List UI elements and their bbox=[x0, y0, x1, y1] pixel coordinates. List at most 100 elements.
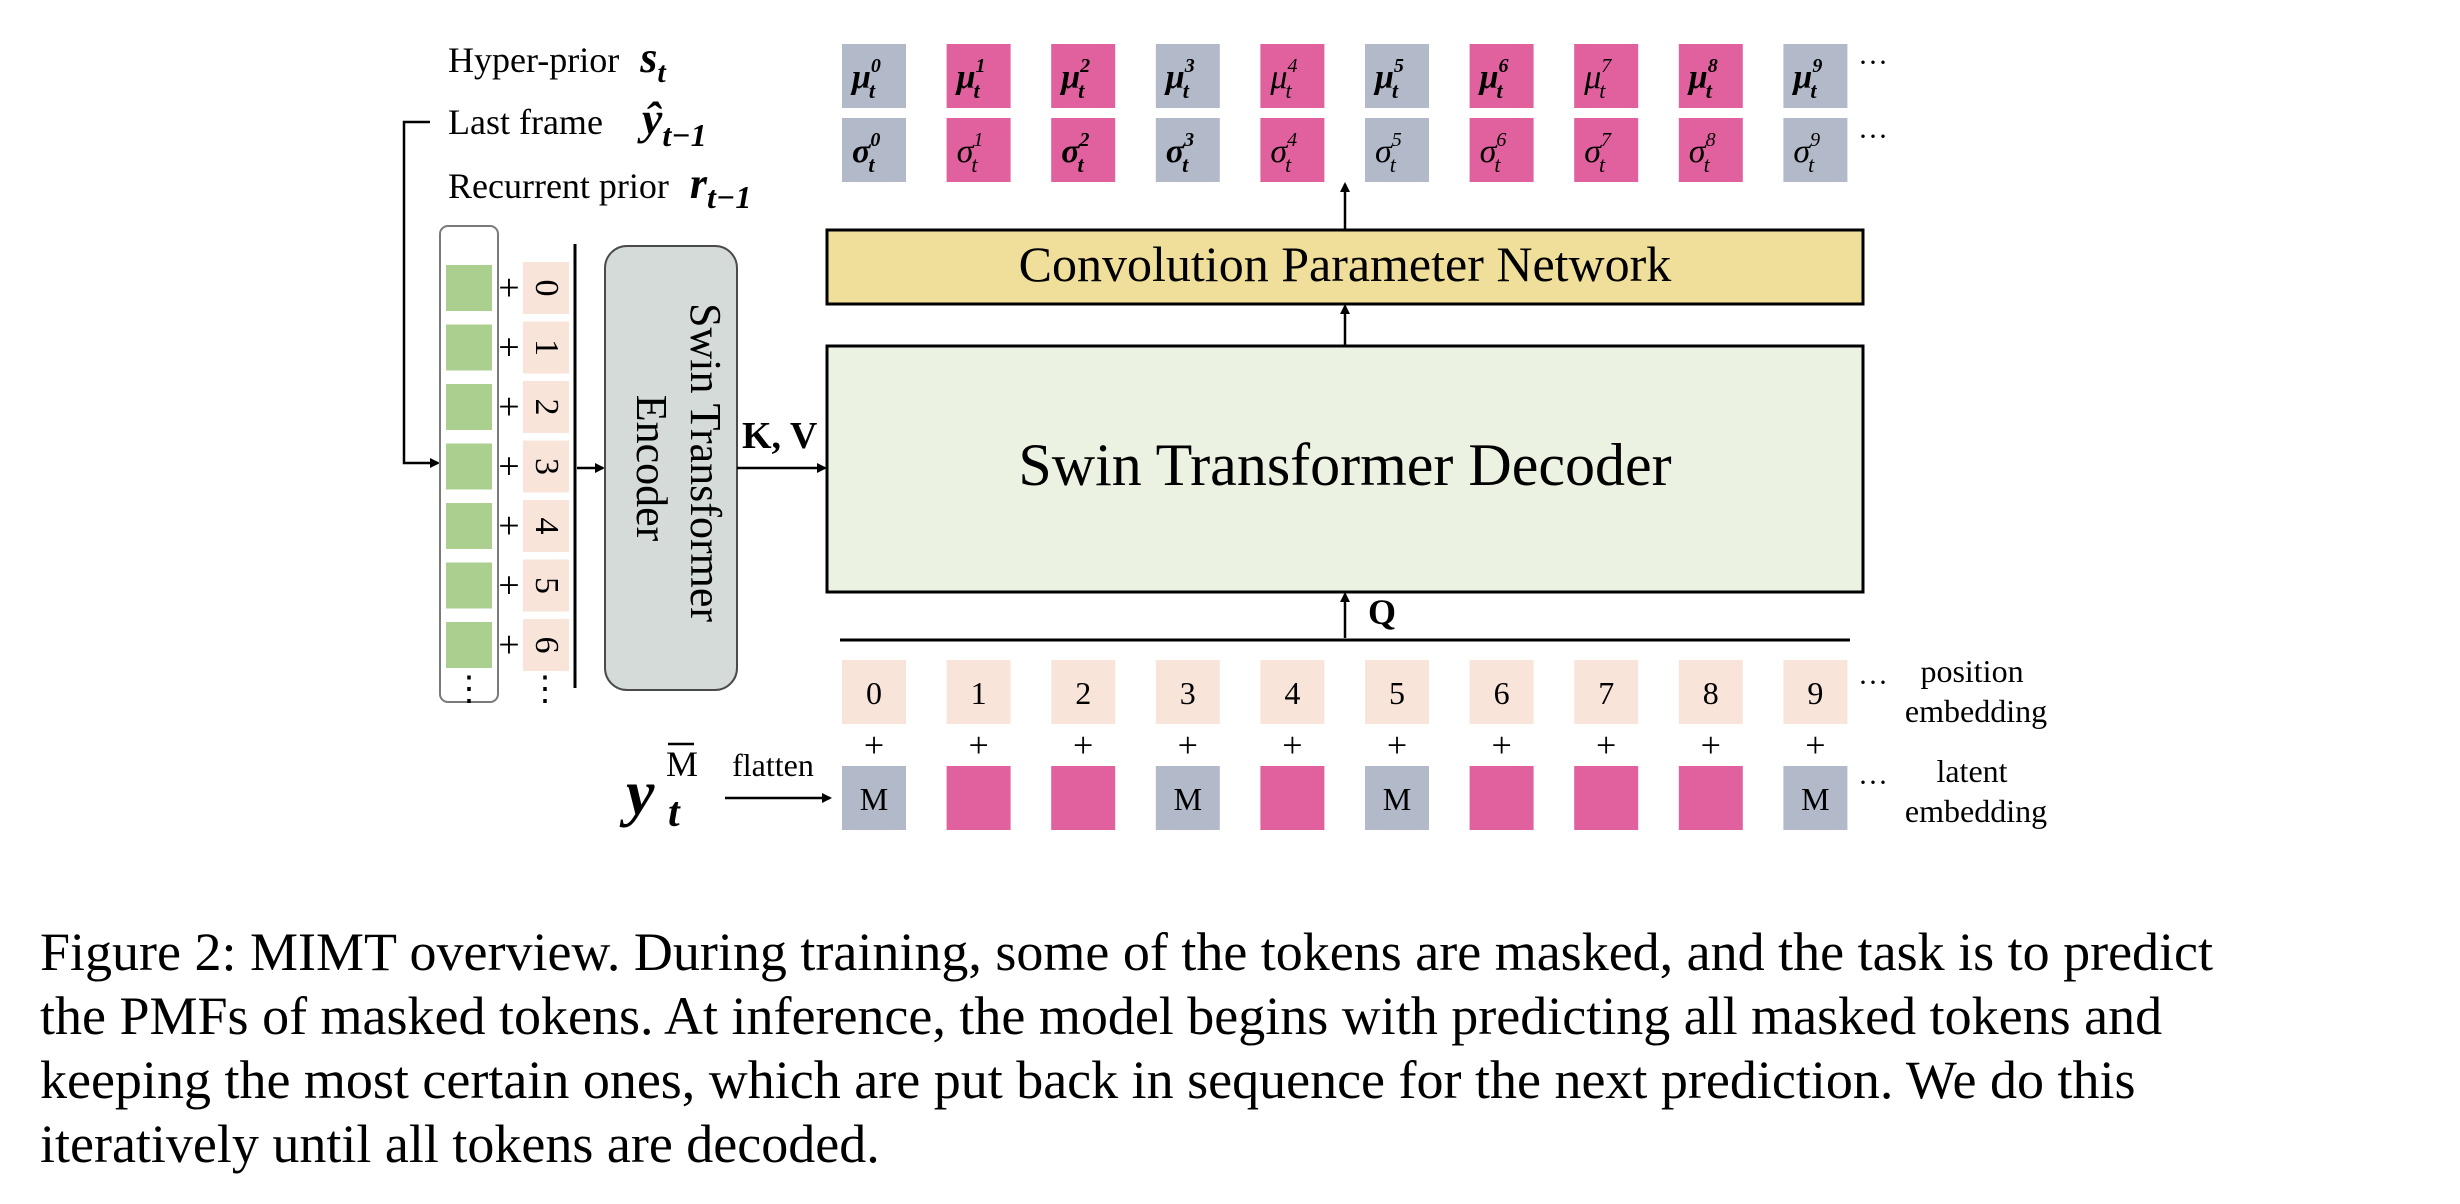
sigma-param-box bbox=[842, 118, 906, 182]
mu-param-box bbox=[1155, 44, 1220, 108]
token-rows: 0+M1+2+3+M4+5+M6+7+8+9+M bbox=[842, 660, 1848, 830]
mu-param-box bbox=[946, 44, 1011, 108]
plus-sign: + bbox=[1596, 725, 1616, 765]
mask-label: M bbox=[860, 781, 888, 817]
latent-token bbox=[1051, 766, 1116, 830]
input-token bbox=[446, 324, 492, 371]
swin-decoder-label: Swin Transformer Decoder bbox=[1018, 432, 1671, 498]
last-frame-label: Last frame ŷt−1 bbox=[448, 93, 707, 153]
latent-input-sup: M bbox=[666, 744, 698, 784]
sigma-param-box bbox=[1051, 118, 1116, 182]
position-token bbox=[1574, 660, 1639, 724]
latent-token bbox=[946, 766, 1011, 830]
input-token bbox=[446, 443, 492, 490]
encoder-position-id: 4 bbox=[528, 518, 565, 535]
encoder-position-id: 3 bbox=[528, 458, 565, 475]
mu-param-box bbox=[1783, 44, 1848, 108]
position-token bbox=[946, 660, 1011, 724]
swin-decoder-box bbox=[825, 344, 1865, 594]
latent-input-symbol: y bbox=[619, 757, 655, 828]
position-token bbox=[842, 660, 906, 724]
plus-sign: + bbox=[498, 386, 519, 428]
flatten-label: flatten bbox=[732, 747, 814, 783]
position-id: 0 bbox=[866, 675, 882, 711]
plus-sign: + bbox=[1701, 725, 1721, 765]
sigma-param-box bbox=[1155, 118, 1220, 182]
caption-line: keeping the most certain ones, which are… bbox=[40, 1050, 2136, 1110]
input-token-column: +++++++ bbox=[446, 265, 520, 668]
mask-label: M bbox=[1383, 781, 1411, 817]
mu-param-box bbox=[1469, 44, 1534, 108]
input-token bbox=[446, 503, 492, 549]
mu-param-box bbox=[1051, 44, 1116, 108]
plus-sign: + bbox=[498, 327, 519, 369]
plus-sign: + bbox=[1073, 725, 1093, 765]
position-id: 2 bbox=[1075, 675, 1091, 711]
encoder-position-id: 6 bbox=[528, 637, 565, 654]
position-embedding-label: position embedding bbox=[1905, 653, 2047, 729]
mimt-diagram: Hyper-prior st Last frame ŷt−1 Recurrent… bbox=[402, 33, 2047, 836]
input-token bbox=[446, 384, 492, 430]
latent-token bbox=[1260, 766, 1325, 830]
latent-token bbox=[1574, 766, 1639, 830]
position-token bbox=[1155, 660, 1220, 724]
encoder-position-id: 2 bbox=[528, 399, 565, 416]
sigma-param-box bbox=[1260, 118, 1325, 182]
plus-sign: + bbox=[1282, 725, 1302, 765]
position-id: 3 bbox=[1180, 675, 1196, 711]
plus-sign: + bbox=[498, 446, 519, 488]
plus-sign: + bbox=[1387, 725, 1407, 765]
input-token bbox=[446, 622, 492, 668]
sigma-param-box bbox=[1783, 118, 1848, 182]
input-column-ellipsis: ⋮ bbox=[452, 671, 486, 708]
plus-sign: + bbox=[968, 725, 988, 765]
position-id: 9 bbox=[1807, 675, 1823, 711]
caption-line: the PMFs of masked tokens. At inference,… bbox=[40, 986, 2163, 1046]
sigma-param-box bbox=[1365, 118, 1429, 182]
sigma-param-box bbox=[1574, 118, 1639, 182]
encoder-position-token bbox=[523, 619, 569, 671]
position-id: 1 bbox=[971, 675, 987, 711]
mu-param-box bbox=[842, 44, 906, 108]
input-token bbox=[446, 265, 492, 311]
plus-sign: + bbox=[1491, 725, 1511, 765]
mu-ellipsis: ··· bbox=[1858, 46, 1888, 79]
encoder-position-id: 1 bbox=[528, 339, 565, 356]
encoder-position-token bbox=[523, 381, 569, 433]
mu-param-box bbox=[1260, 44, 1325, 108]
position-token bbox=[1260, 660, 1325, 724]
encoder-position-token bbox=[523, 262, 569, 314]
plus-sign: + bbox=[498, 505, 519, 547]
caption-line: iteratively until all tokens are decoded… bbox=[40, 1114, 880, 1174]
position-id: 7 bbox=[1598, 675, 1614, 711]
encoder-position-id: 5 bbox=[528, 577, 565, 594]
masked-latent-token bbox=[842, 766, 906, 830]
mu-param-box bbox=[1678, 44, 1743, 108]
plus-sign: + bbox=[498, 624, 519, 666]
figure-caption: Figure 2: MIMT overview. During training… bbox=[40, 920, 2430, 1176]
caption-line: Figure 2: MIMT overview. During training… bbox=[40, 922, 2214, 982]
mu-param-box bbox=[1365, 44, 1429, 108]
q-label: Q bbox=[1368, 592, 1396, 632]
position-token bbox=[1051, 660, 1116, 724]
position-id: 6 bbox=[1494, 675, 1510, 711]
plus-sign: + bbox=[1805, 725, 1825, 765]
input-bracket-line bbox=[402, 120, 440, 468]
mu-param-box bbox=[1574, 44, 1639, 108]
latent-token bbox=[1469, 766, 1534, 830]
masked-latent-token bbox=[1783, 766, 1848, 830]
